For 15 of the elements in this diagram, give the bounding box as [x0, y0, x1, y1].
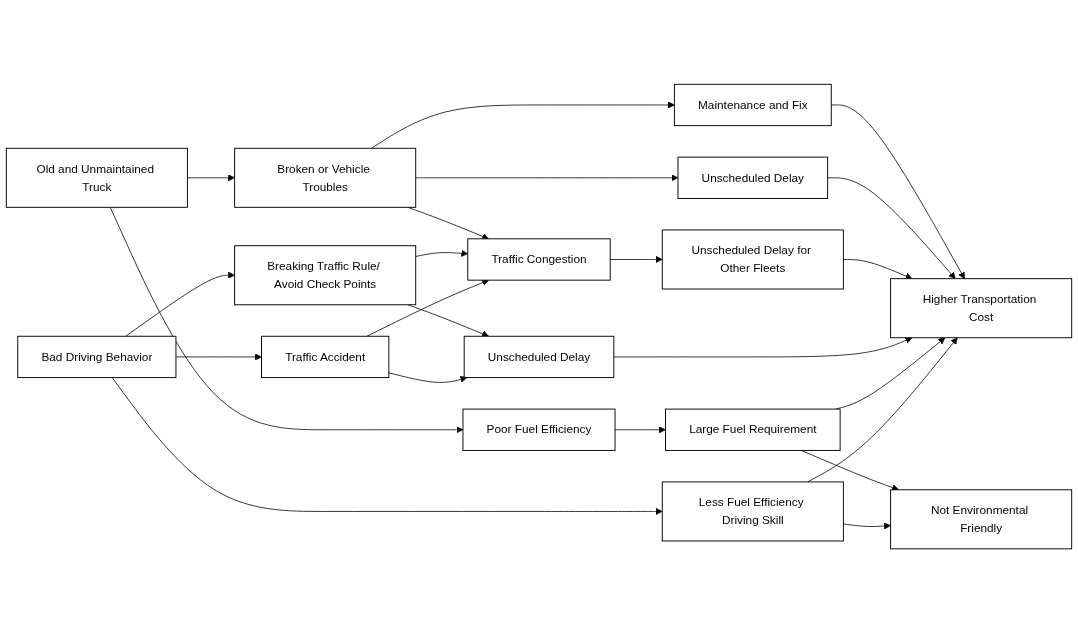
node-box: Traffic Accident [261, 335, 390, 378]
node-box: Poor Fuel Efficiency [462, 408, 616, 451]
node-box: Breaking Traffic Rule/ Avoid Check Points [234, 245, 417, 306]
node-box: Old and Unmaintained Truck [5, 147, 188, 208]
node-box: Unscheduled Delay for Other Fleets [661, 229, 844, 290]
node-box: Unscheduled Delay [677, 156, 829, 199]
node-box: Large Fuel Requirement [665, 408, 841, 451]
node-box: Maintenance and Fix [673, 83, 832, 127]
node-box: Bad Driving Behavior [17, 335, 177, 378]
node-box: Unscheduled Delay [463, 335, 615, 378]
node-box: Less Fuel Efficiency Driving Skill [661, 481, 844, 542]
node-box: Higher Transportation Cost [890, 278, 1073, 339]
node-box: Broken or Vehicle Troubles [234, 147, 417, 208]
node-box: Not Environmental Friendly [890, 489, 1073, 550]
node-box: Traffic Congestion [467, 238, 611, 281]
